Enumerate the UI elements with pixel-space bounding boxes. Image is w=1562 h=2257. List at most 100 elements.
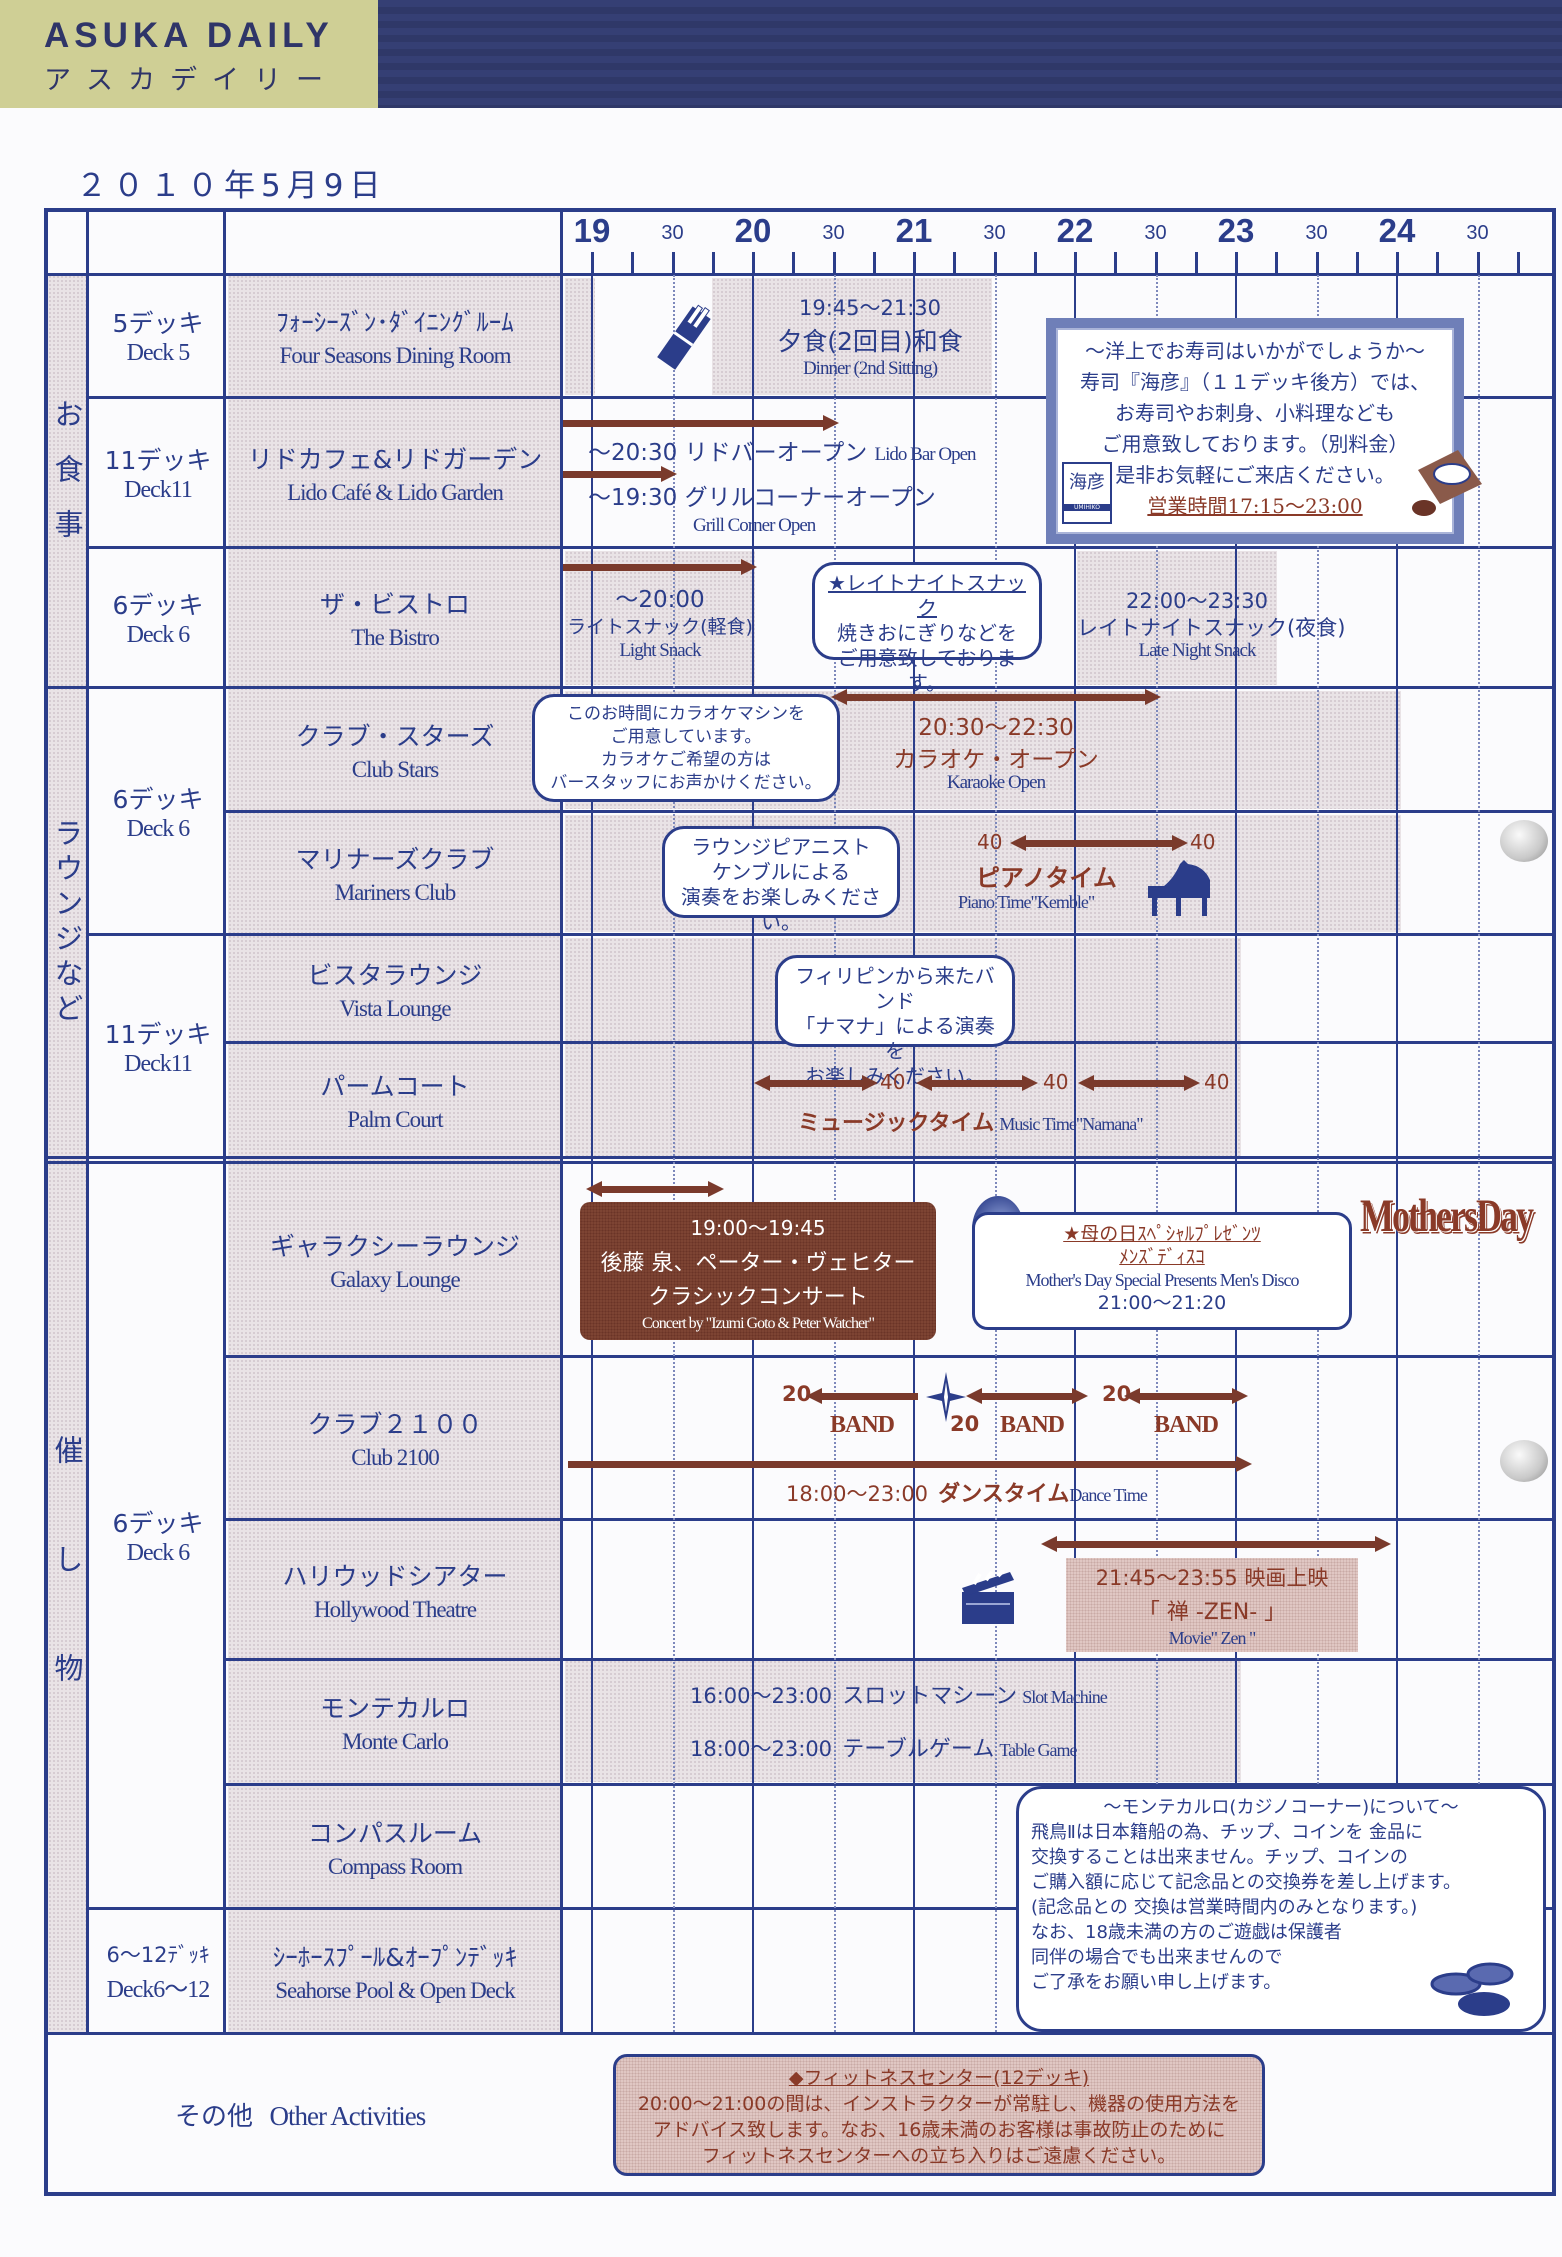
callout-line: フィリピンから来たバンド [795,964,995,1013]
row-line [225,1783,1556,1786]
time-tick [832,252,836,275]
light-snack-time: 〜20:00 [615,587,705,613]
umihiko-logo: 海彦 UMIHIKO [1062,462,1112,524]
venue-jp: ギャラクシーラウンジ [269,1231,520,1261]
other-en: Other Activities [269,2101,427,2131]
col-line [560,208,563,2034]
callout-line: バースタッフにお声かけください。 [550,773,822,793]
time-tick [591,252,594,275]
callout-line: カラオケご希望の方は [601,750,771,770]
row-line [44,1156,1556,1159]
half-hour-gridline [994,275,997,2032]
music-arrow-2 [916,1075,1038,1091]
movie-arrow [1041,1536,1391,1552]
venue-en: Lido Café & Lido Garden [287,479,504,505]
time-tick [1074,252,1077,275]
category-events: 催し物 [48,1164,86,2032]
band-callout: フィリピンから来たバンド 「ナマナ」による演奏を お楽しみください。 [775,955,1015,1088]
schedule-grid [44,208,1556,2196]
row-line [88,1907,1556,1910]
venue-jp: クラブ２１００ [307,1410,483,1439]
sushi-lines: 〜洋上でお寿司はいかがでしょうか〜寿司『海彦』（１１デッキ後方）では、お寿司やお… [1056,336,1454,491]
casino-line: 飛鳥Ⅱは日本籍船の為、チップ、コインを 金品に [1031,1822,1424,1843]
music-mark: 40 [1204,1070,1230,1094]
compass-star-icon [926,1372,966,1422]
venue-jp: マリナーズクラブ [295,845,495,874]
sushi-line: ご用意致しております。（別料金） [1101,432,1409,456]
casino-line: なお、18歳未満の方のご遊戯は保護者 [1031,1922,1342,1943]
music-en: Music Time"Namana" [999,1114,1143,1134]
deck-jp: 6デッキ [112,1509,204,1538]
casino-line: 同伴の場合でも出来ませんので [1031,1947,1283,1968]
band-mark: 20 [950,1412,980,1436]
lido-bar-en: Lido Bar Open [874,444,977,465]
karaoke-callout: このお時間にカラオケマシンを ご用意しています。 カラオケご希望の方は バースタ… [532,694,840,802]
disco-en: Mother's Day Special Presents Men's Disc… [1025,1270,1300,1290]
band-arrow-2 [966,1388,1088,1404]
half-hour-gridline [833,275,836,2032]
deck-jp: 6〜12ﾃﾞｯｷ [106,1942,210,1967]
late-snack-callout: ★レイトナイトスナック 焼きおにぎりなどを ご用意致しております。 [812,562,1042,695]
dance-jp: ダンスタイム [938,1482,1070,1507]
dance-en: Dance Time [1069,1485,1147,1505]
band-label: BAND [1154,1412,1219,1438]
band-arrow-3 [1124,1388,1248,1404]
dance-time: 18:00〜23:00 [786,1482,929,1506]
dinner-en: Dinner (2nd Sitting) [802,358,938,379]
binder-hole [1500,1440,1548,1482]
deck-jp: 6デッキ [112,784,204,814]
row-line [44,686,1556,689]
time-tick [872,252,876,275]
half-hour-label: 30 [983,222,1006,244]
grill-arrow [563,466,677,482]
venue-en: Club 2100 [351,1445,439,1470]
mothers-day-logo: MothersDay [1360,1189,1534,1242]
late-snack-en: Late Night Snack [1138,640,1257,661]
piano-en: Piano Time"Kemble" [958,892,1095,912]
movie-en: Movie" Zen " [1168,1628,1257,1648]
piano-callout: ラウンジピアニスト ケンブルによる 演奏をお楽しみください。 [662,826,900,934]
deck-en: Deck 6 [126,1540,191,1566]
table-game-en: Table Game [999,1740,1077,1760]
music-jp: ミュージックタイム [798,1111,995,1136]
venue-jp: クラブ・スターズ [295,721,495,751]
light-snack-en: Light Snack [619,640,701,661]
deck-en: Deck 6 [126,815,191,842]
category-lounge-label: ラウンジなど [50,817,84,1028]
table-game-label: 18:00〜23:00 テーブルゲーム Table Game [690,1731,1078,1763]
karaoke-arrow [831,689,1161,705]
light-snack-arrow [563,559,757,575]
hour-gridline [1074,252,1076,2034]
hour-gridline [1396,252,1398,2034]
other-jp: その他 [175,2102,254,2132]
venue-jp: コンパスルーム [307,1818,483,1848]
time-tick [752,252,755,275]
casino-notice-title: 〜モンテカルロ(カジノコーナー)について〜 [1103,1797,1459,1818]
brand-title: ASUKA DAILY [44,16,334,55]
casino-line: ご了承をお願い申し上げます。 [1031,1972,1282,1993]
concert-block: 19:00〜19:45 後藤 泉、ペーター・ヴェヒター クラシックコンサート C… [580,1202,936,1340]
slot-label: 16:00〜23:00 スロットマシーン Slot Machine [690,1678,1108,1710]
dance-arrow [568,1456,1252,1472]
music-mark: 40 [880,1070,906,1094]
hour-gridline [752,252,754,2034]
music-arrow-1 [754,1075,878,1091]
venue-jp: ビスタラウンジ [307,960,483,990]
casino-line: ご購入額に応じて記念品との交換券を差し上げます。 [1031,1872,1462,1893]
hour-label: 23 [1217,212,1255,249]
late-snack-time: 22:00〜23:30 [1125,589,1269,613]
shade-block [565,1660,1241,1782]
casino-line: (記念品との 交換は営業時間内のみとなります。) [1031,1897,1418,1918]
category-dining: お食事 [48,276,86,686]
movie-block: 21:45〜23:55 映画上映 「 禅 -ZEN- 」 Movie" Zen … [1066,1558,1358,1652]
half-hour-label: 30 [1305,222,1328,244]
